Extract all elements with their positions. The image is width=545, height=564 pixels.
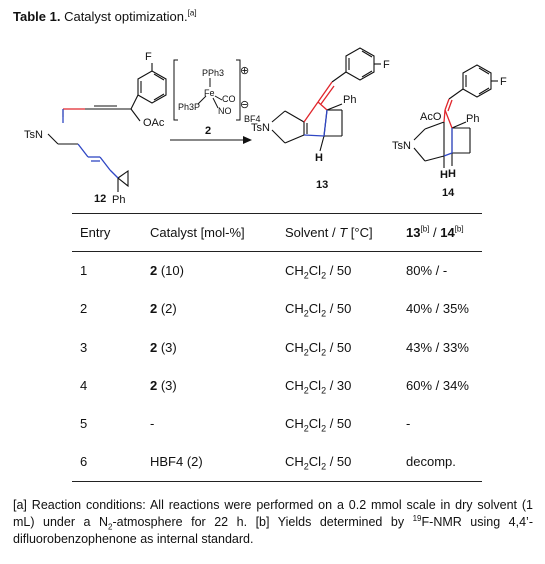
cell-yield: - bbox=[406, 416, 411, 432]
charge-minus: ⊖ bbox=[240, 99, 249, 111]
cell-catalyst: 2 (2) bbox=[150, 301, 177, 317]
reaction-arrow bbox=[170, 136, 252, 144]
cell-entry: 5 bbox=[80, 416, 88, 432]
footnote-a-text: Reaction conditions: All reactions were … bbox=[13, 498, 533, 529]
footnote-b-tag: [b] bbox=[255, 515, 270, 529]
header-temperature-symbol: T bbox=[339, 225, 348, 240]
ligand-pph3-top: PPh3 bbox=[202, 68, 224, 78]
table-row: 5 - CH2Cl2 / 50 - bbox=[72, 405, 482, 443]
charge-plus: ⊕ bbox=[240, 65, 249, 77]
substrate-blue-bonds bbox=[62, 109, 119, 179]
cell-solvent: CH2Cl2 / 50 bbox=[277, 442, 398, 482]
product-14-aco: AcO bbox=[420, 111, 442, 123]
product-14-blue-bonds bbox=[443, 128, 453, 157]
caption-text: Catalyst optimization. bbox=[64, 9, 188, 24]
header-yield: 13[b] / 14[b] bbox=[398, 213, 482, 252]
ligand-co: CO bbox=[222, 94, 236, 104]
cell-entry: 4 bbox=[80, 378, 88, 394]
product-14-red-bonds bbox=[443, 98, 453, 129]
product-13-tsn: TsN bbox=[251, 122, 270, 134]
substrate-fluorine: F bbox=[145, 51, 152, 63]
cell-yield: 60% / 34% bbox=[406, 378, 469, 394]
table-footnotes: [a] Reaction conditions: All reactions w… bbox=[13, 498, 533, 546]
table-row: 1 2 (10) CH2Cl2 / 50 80% / - bbox=[72, 252, 482, 290]
catalyst-brackets bbox=[173, 59, 241, 121]
product-14-ph: Ph bbox=[466, 113, 479, 125]
cell-yield: 40% / 35% bbox=[406, 301, 469, 317]
product-13-fluorine: F bbox=[383, 59, 390, 71]
metal-fe: Fe bbox=[204, 88, 215, 98]
optimization-table: Entry Catalyst [mol-%] Solvent / T [°C] … bbox=[72, 213, 482, 482]
cell-catalyst: - bbox=[150, 416, 155, 432]
cell-catalyst: 2 (3) bbox=[150, 339, 177, 355]
caption-label: Table 1. bbox=[13, 9, 61, 24]
ligand-no: NO bbox=[218, 106, 232, 116]
cell-yield: decomp. bbox=[398, 442, 482, 482]
cyclopropane-ring bbox=[117, 169, 129, 188]
table-row: 4 2 (3) CH2Cl2 / 30 60% / 34% bbox=[72, 366, 482, 404]
product-14-h-right: H bbox=[448, 168, 456, 180]
caption-footnote-ref: [a] bbox=[187, 8, 197, 18]
ligand-pph3-left: Ph3P bbox=[178, 102, 200, 112]
product-14-number: 14 bbox=[442, 187, 455, 199]
header-catalyst: Catalyst [mol-%] bbox=[142, 213, 277, 252]
product-13-aryl-ring bbox=[345, 47, 375, 81]
header-solvent: Solvent / T [°C] bbox=[277, 213, 398, 252]
product-13-number: 13 bbox=[316, 179, 328, 191]
product-14-tsn: TsN bbox=[392, 140, 411, 152]
product-14-aryl-ring bbox=[462, 64, 492, 98]
reaction-scheme: F OAc TsN Ph 12 PPh3 Fe Ph3P CO NO ⊕ ⊖ B… bbox=[24, 47, 507, 205]
table-header-row: Entry Catalyst [mol-%] Solvent / T [°C] … bbox=[72, 213, 482, 252]
substrate-ph: Ph bbox=[112, 194, 125, 205]
cell-catalyst: 2 (3) bbox=[150, 378, 177, 394]
cell-yield: 43% / 33% bbox=[406, 339, 469, 355]
footnote-a-tag: [a] bbox=[13, 498, 27, 512]
table-row: 3 2 (3) CH2Cl2 / 50 43% / 33% bbox=[72, 328, 482, 366]
substrate-number: 12 bbox=[94, 193, 106, 205]
header-entry: Entry bbox=[72, 213, 142, 252]
substrate-aryl-ring bbox=[137, 70, 167, 104]
cell-catalyst: HBF4 (2) bbox=[142, 442, 277, 482]
catalyst-number: 2 bbox=[205, 125, 211, 137]
cell-yield: 80% / - bbox=[406, 263, 448, 279]
substrate-oac: OAc bbox=[143, 117, 165, 129]
product-14-structure bbox=[413, 64, 498, 168]
substrate-tsn: TsN bbox=[24, 129, 43, 141]
cell-solvent: CH2Cl2 / 50 bbox=[285, 339, 352, 358]
cell-solvent: CH2Cl2 / 30 bbox=[285, 378, 352, 396]
product-13-ph: Ph bbox=[343, 94, 356, 106]
cell-solvent: CH2Cl2 / 50 bbox=[285, 263, 352, 281]
product-14-fluorine: F bbox=[500, 76, 507, 88]
cell-entry: 2 bbox=[80, 301, 88, 317]
table-row: 2 2 (2) CH2Cl2 / 50 40% / 35% bbox=[72, 290, 482, 328]
cell-entry: 1 bbox=[80, 263, 88, 279]
product-13-blue-bonds bbox=[303, 109, 328, 137]
cell-catalyst: 2 (10) bbox=[150, 263, 184, 279]
cell-entry: 6 bbox=[72, 442, 142, 482]
product-13-red-bonds bbox=[303, 81, 335, 123]
cell-solvent: CH2Cl2 / 50 bbox=[285, 301, 352, 320]
product-13-structure bbox=[271, 47, 381, 152]
product-13-h: H bbox=[315, 152, 323, 164]
product-14-h-left: H bbox=[440, 169, 448, 181]
table-row: 6 HBF4 (2) CH2Cl2 / 50 decomp. bbox=[72, 442, 482, 482]
footnote-b-text: Yields determined by bbox=[277, 515, 405, 529]
counterion-bf4: BF4 bbox=[244, 114, 261, 124]
cell-entry: 3 bbox=[80, 339, 88, 355]
cell-solvent: CH2Cl2 / 50 bbox=[285, 416, 352, 434]
table-caption: Table 1. Catalyst optimization.[a] bbox=[13, 9, 197, 24]
